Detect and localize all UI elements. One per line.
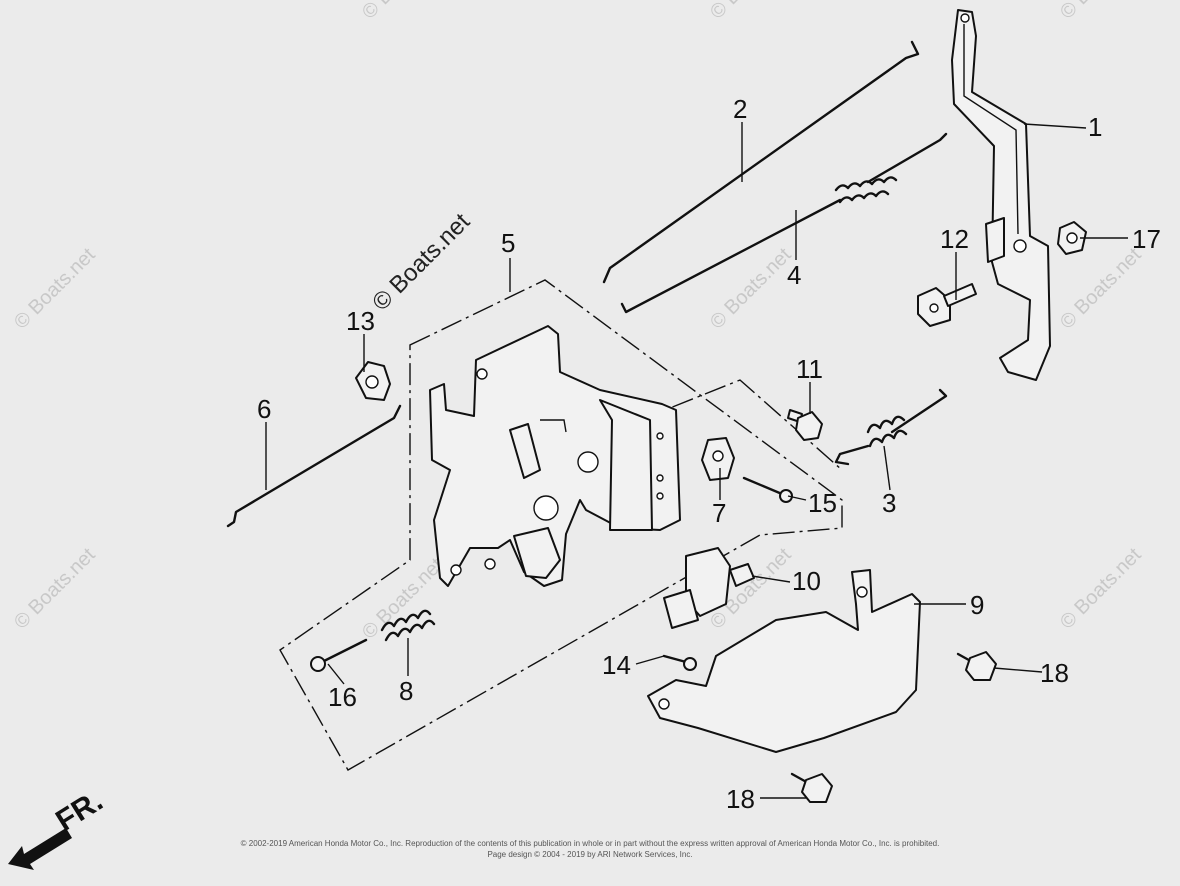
front-arrow-icon bbox=[8, 828, 72, 870]
watermark: © Boats.net bbox=[1056, 244, 1146, 334]
callout-1: 1 bbox=[1088, 112, 1102, 142]
callout-13: 13 bbox=[346, 306, 375, 336]
governor-arm bbox=[951, 9, 1051, 381]
flange-bolt-upper bbox=[956, 651, 997, 681]
callout-11: 11 bbox=[796, 354, 823, 384]
callout-9: 9 bbox=[970, 590, 984, 620]
watermark: © Boats.net bbox=[706, 244, 796, 334]
compression-spring bbox=[380, 609, 436, 642]
leader-lines bbox=[265, 122, 1128, 799]
callout-numbers: 1 2 3 4 5 6 7 8 9 10 11 12 13 14 15 16 1… bbox=[257, 94, 1161, 814]
callout-14: 14 bbox=[602, 650, 631, 680]
watermark-prominent: © Boats.net bbox=[367, 208, 475, 316]
wire-clip bbox=[701, 437, 735, 481]
pivot-bolt bbox=[917, 283, 977, 327]
callout-18-lower: 18 bbox=[726, 784, 755, 814]
callout-5: 5 bbox=[501, 228, 515, 258]
callout-10: 10 bbox=[792, 566, 821, 596]
callout-17: 17 bbox=[1132, 224, 1161, 254]
watermark: © Boats.net bbox=[1056, 544, 1146, 634]
control-cover bbox=[647, 569, 921, 753]
callout-2: 2 bbox=[733, 94, 747, 124]
front-label: FR. bbox=[50, 784, 108, 838]
callout-4: 4 bbox=[787, 260, 801, 290]
watermark: © Boats.net bbox=[358, 0, 448, 24]
cable-clamp bbox=[355, 361, 391, 401]
governor-spring-rod bbox=[620, 132, 948, 314]
callout-7: 7 bbox=[712, 498, 726, 528]
governor-rod bbox=[602, 40, 920, 284]
callout-16: 16 bbox=[328, 682, 357, 712]
screw-long bbox=[742, 476, 793, 503]
copyright-line-2: Page design © 2004 - 2019 by ARI Network… bbox=[487, 850, 692, 859]
choke-rod bbox=[226, 404, 402, 528]
watermark: © Boats.net bbox=[10, 244, 100, 334]
screw-16 bbox=[310, 638, 368, 672]
return-spring bbox=[834, 388, 948, 466]
callout-8: 8 bbox=[399, 676, 413, 706]
flange-nut bbox=[1057, 221, 1087, 255]
bolt-small bbox=[787, 409, 823, 441]
callout-15: 15 bbox=[808, 488, 837, 518]
front-direction-indicator: FR. bbox=[8, 784, 109, 870]
assembly-outline-inner bbox=[639, 379, 843, 471]
stop-switch bbox=[663, 547, 755, 629]
callout-12: 12 bbox=[940, 224, 969, 254]
callout-18-upper: 18 bbox=[1040, 658, 1069, 688]
copyright-line-1: © 2002-2019 American Honda Motor Co., In… bbox=[241, 839, 940, 848]
screw-14 bbox=[662, 654, 697, 671]
watermark: © Boats.net bbox=[706, 0, 796, 24]
control-base bbox=[429, 325, 681, 587]
assembly-outline bbox=[279, 279, 843, 771]
flange-bolt-lower bbox=[790, 772, 833, 803]
callout-3: 3 bbox=[882, 488, 896, 518]
watermark: © Boats.net bbox=[1056, 0, 1146, 24]
watermark: © Boats.net bbox=[10, 544, 100, 634]
callout-6: 6 bbox=[257, 394, 271, 424]
